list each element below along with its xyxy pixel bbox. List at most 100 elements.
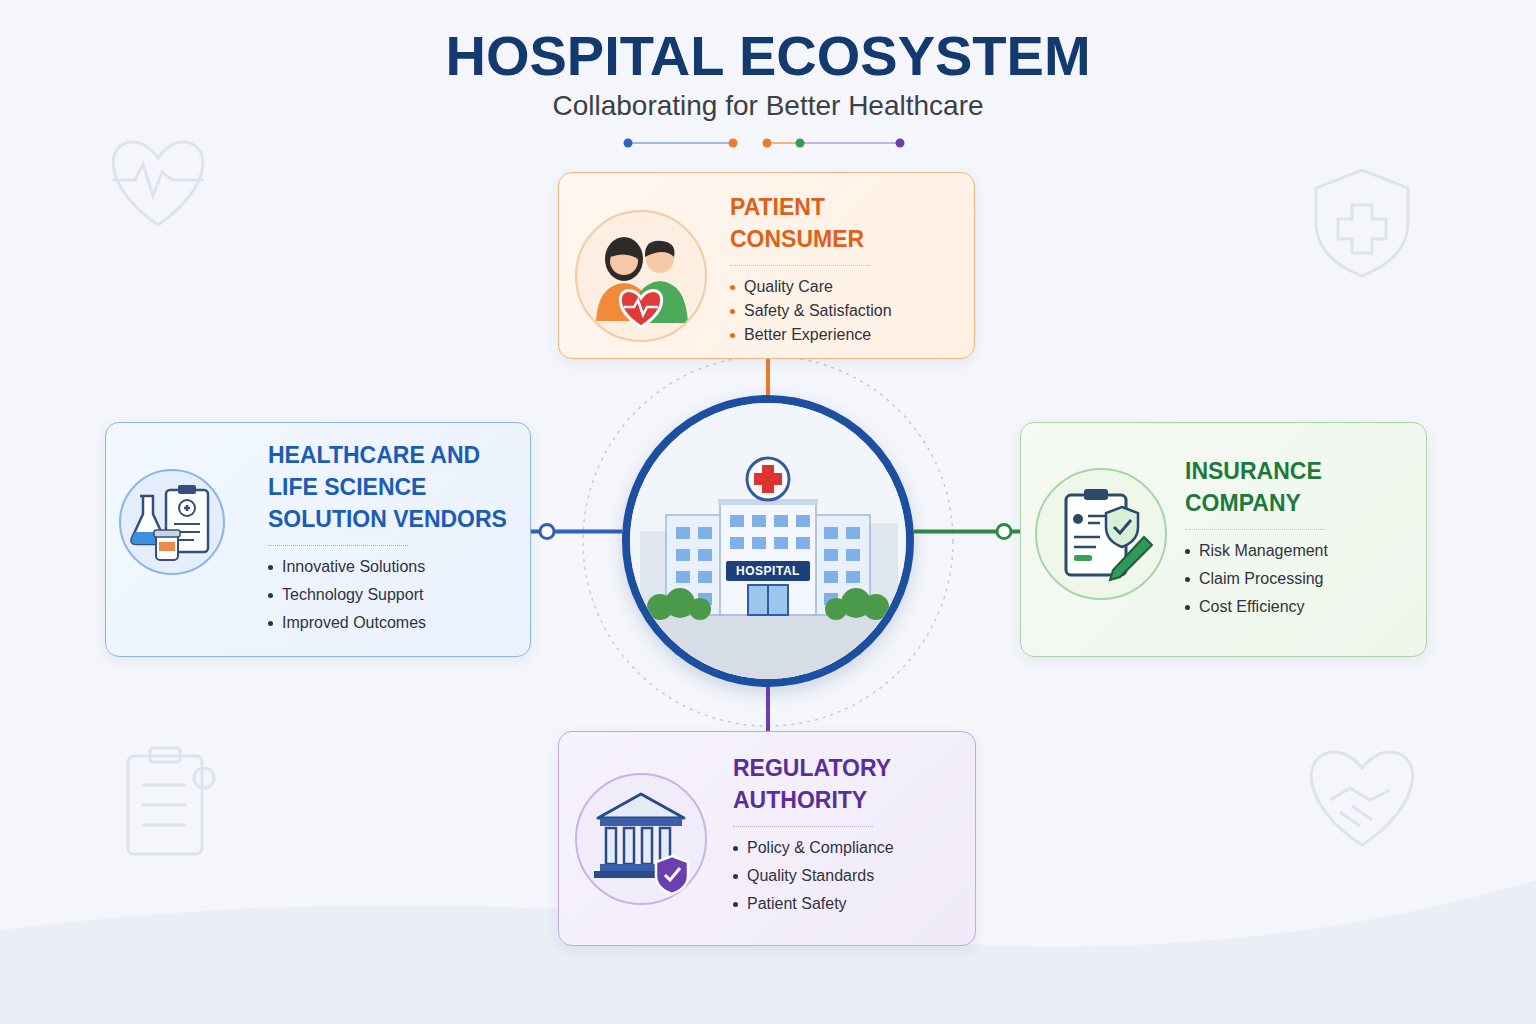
heading-separator	[730, 265, 870, 266]
vendor-icon-part	[184, 505, 190, 511]
regulatory-box: REGULATORY AUTHORITYPolicy & ComplianceQ…	[558, 731, 976, 946]
heading-separator	[1185, 529, 1325, 530]
vendor-icon-part	[174, 523, 200, 525]
insurance-icon-part	[1110, 537, 1152, 580]
insurance-icon-part	[1088, 522, 1100, 525]
bullet-text: Technology Support	[282, 584, 423, 606]
faint-clipboard-part	[142, 804, 186, 807]
patient-box: PATIENT CONSUMERQuality CareSafety & Sat…	[558, 172, 975, 359]
hospital-building-part	[754, 465, 782, 493]
hospital-building	[630, 403, 906, 679]
bullet-dot	[1185, 605, 1190, 610]
text-column: HEALTHCARE AND LIFE SCIENCE SOLUTION VEN…	[268, 439, 518, 640]
bullet-row: Technology Support	[268, 584, 518, 606]
bullet-text: Cost Efficiency	[1199, 596, 1305, 618]
title-dots-part	[896, 139, 905, 148]
hospital-building-part-part	[863, 594, 889, 620]
insurance-icon-part	[1074, 555, 1092, 561]
hospital-building-part	[630, 403, 906, 679]
bullet-dot	[1185, 577, 1190, 582]
regulatory-icon-part	[606, 828, 670, 864]
insurance-icon-part	[1074, 536, 1100, 539]
patient-icon-part	[620, 291, 661, 327]
faint-handshake-part	[1311, 752, 1412, 845]
bullet-dot	[733, 846, 738, 851]
regulatory-icon	[574, 772, 708, 906]
regulatory-icon-part-part	[642, 828, 652, 864]
hospital-building-part	[747, 458, 789, 500]
regulatory-icon-part	[598, 794, 684, 818]
faint-clipboard-part	[142, 784, 186, 787]
vendor-icon-part	[156, 534, 178, 560]
patient-icon-part	[596, 237, 688, 323]
patient-icon-part	[576, 211, 706, 341]
building-sign: HOSPITAL	[630, 561, 906, 581]
bullet-row: Risk Management	[1185, 540, 1405, 562]
insurance-icon-part	[1074, 546, 1096, 549]
faint-clipboard-part	[128, 756, 202, 854]
insurance-icon-part	[1114, 520, 1131, 533]
faint-clipboard-part	[142, 824, 186, 827]
faint-heart-part	[112, 164, 204, 196]
hospital-building-part-part	[698, 527, 712, 539]
vendor-icon-part	[154, 530, 180, 537]
insurance-icon	[1034, 467, 1168, 601]
vendor-box: HEALTHCARE AND LIFE SCIENCE SOLUTION VEN…	[105, 422, 531, 657]
box-heading: INSURANCE COMPANY	[1185, 455, 1405, 519]
bullet-text: Innovative Solutions	[282, 556, 425, 578]
vendor-icon	[118, 468, 226, 576]
patient-icon-part-part	[605, 237, 643, 281]
hospital-building-part-part	[796, 515, 810, 527]
hospital-building-part-part	[774, 515, 788, 527]
connector-line	[766, 687, 770, 731]
hospital-building-part-part	[730, 515, 744, 527]
hospital-circle: HOSPITAL	[622, 395, 914, 687]
bullet-text: Safety & Satisfaction	[744, 300, 892, 322]
bullet-dot	[730, 309, 735, 314]
regulatory-icon-part	[665, 868, 680, 880]
hospital-building-part-part	[846, 527, 860, 539]
hospital-building-part	[720, 501, 816, 615]
connector-line	[766, 359, 770, 395]
faint-shield	[1316, 170, 1408, 276]
bullet-dot	[733, 902, 738, 907]
insurance-box: INSURANCE COMPANY Risk ManagementClaim Pr…	[1020, 422, 1427, 657]
hospital-building-part-part	[730, 537, 744, 549]
title-dots	[624, 139, 905, 148]
hospital-building-part-part	[676, 527, 690, 539]
bullet-row: Quality Standards	[733, 865, 963, 887]
vendor-icon-part	[120, 470, 224, 574]
title-dots-part	[767, 142, 800, 144]
bullet-text: Claim Processing	[1199, 568, 1323, 590]
title-dots-part	[628, 142, 733, 144]
bullet-text: Quality Standards	[747, 865, 874, 887]
faint-clipboard-part	[194, 768, 214, 788]
faint-heart	[112, 142, 204, 225]
bullet-row: Patient Safety	[733, 893, 963, 915]
regulatory-icon-part	[656, 856, 688, 894]
hospital-building-part	[748, 585, 788, 615]
vendor-icon-part	[178, 485, 196, 494]
box-heading: REGULATORY AUTHORITY	[733, 752, 963, 816]
title-dots-part	[796, 139, 805, 148]
bullet-text: Quality Care	[744, 276, 833, 298]
bullet-row: Cost Efficiency	[1185, 596, 1405, 618]
vendor-icon-part	[179, 500, 195, 516]
ground-wave	[0, 880, 1536, 1024]
insurance-icon-part	[1106, 507, 1138, 547]
hospital-building-part	[647, 588, 889, 620]
hospital-building-part-part	[824, 549, 838, 561]
regulatory-icon-part-part	[606, 828, 616, 864]
title-dots-part	[763, 139, 772, 148]
bullet-row: Safety & Satisfaction	[730, 300, 960, 322]
bullet-text: Risk Management	[1199, 540, 1328, 562]
heading-separator	[268, 545, 408, 546]
text-column: PATIENT CONSUMERQuality CareSafety & Sat…	[730, 191, 960, 348]
box-heading: HEALTHCARE AND LIFE SCIENCE SOLUTION VEN…	[268, 439, 518, 535]
insurance-icon-part	[1088, 515, 1106, 518]
faint-shield-part	[1338, 205, 1386, 253]
connector-terminal	[540, 525, 554, 539]
faint-shield-part	[1316, 170, 1408, 276]
bullet-dot	[733, 874, 738, 879]
